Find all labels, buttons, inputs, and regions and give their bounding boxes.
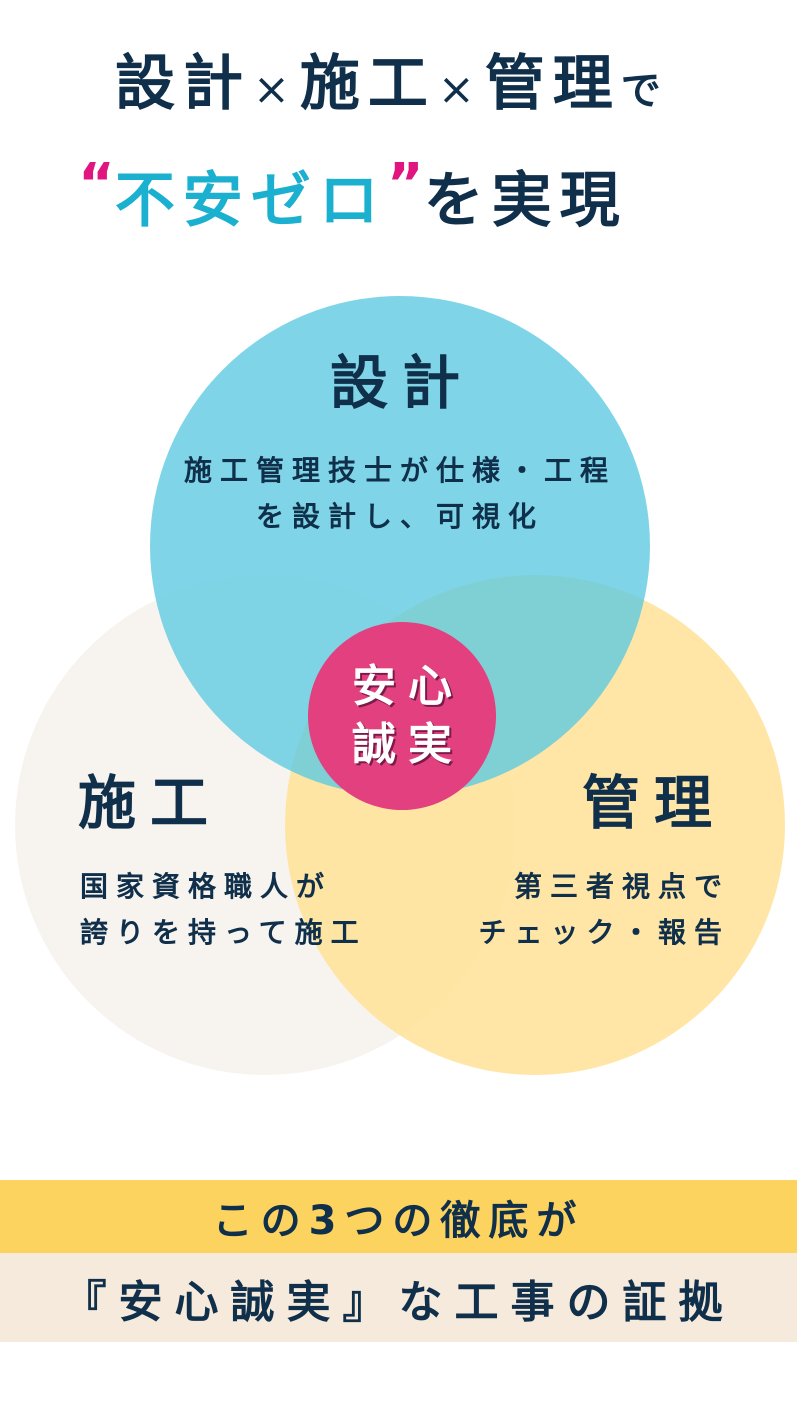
construction-title: 施工 <box>78 769 223 837</box>
close-quote: ” <box>386 152 424 217</box>
footer-line-2: 『安心誠実』な工事の証拠 <box>62 1276 735 1328</box>
center-badge: 安心 誠実 <box>308 622 496 810</box>
center-text-line-2: 誠実 <box>352 719 464 770</box>
headline-suffix: で <box>620 68 669 114</box>
headline-line-2: “不安ゼロ”を実現 <box>78 145 800 241</box>
headline-suffix-2: を実現 <box>423 166 628 236</box>
footer-band-1: この3つの徹底が <box>0 1180 797 1253</box>
construction-desc: 国家資格職人が 誇りを持って施工 <box>80 864 367 956</box>
footer-line-1: この3つの徹底が <box>212 1197 585 1244</box>
headline-highlight: 不安ゼロ <box>114 166 387 236</box>
construction-desc-line-1: 国家資格職人が <box>80 870 333 903</box>
construction-desc-line-2: 誇りを持って施工 <box>80 916 367 949</box>
headline-design: 設計 <box>115 49 251 119</box>
headline-management: 管理 <box>484 49 621 119</box>
times-symbol: × <box>253 64 298 115</box>
design-desc-line-2: を設計し、可視化 <box>255 500 544 533</box>
design-title: 設計 <box>330 349 475 417</box>
design-desc-line-1: 施工管理技士が仕様・工程 <box>183 454 616 487</box>
management-desc-line-1: 第三者視点で <box>513 870 730 903</box>
headline-construction: 施工 <box>299 49 436 119</box>
headline-line-1: 設計×施工×管理で <box>115 44 800 131</box>
design-desc: 施工管理技士が仕様・工程 を設計し、可視化 <box>160 448 640 540</box>
open-quote: “ <box>78 152 115 217</box>
footer-band-2: 『安心誠実』な工事の証拠 <box>0 1253 797 1342</box>
times-symbol: × <box>437 64 483 115</box>
management-title: 管理 <box>582 769 727 837</box>
management-desc: 第三者視点で チェック・報告 <box>440 864 730 956</box>
center-text-line-1: 安心 <box>352 661 464 712</box>
management-desc-line-2: チェック・報告 <box>478 916 730 949</box>
